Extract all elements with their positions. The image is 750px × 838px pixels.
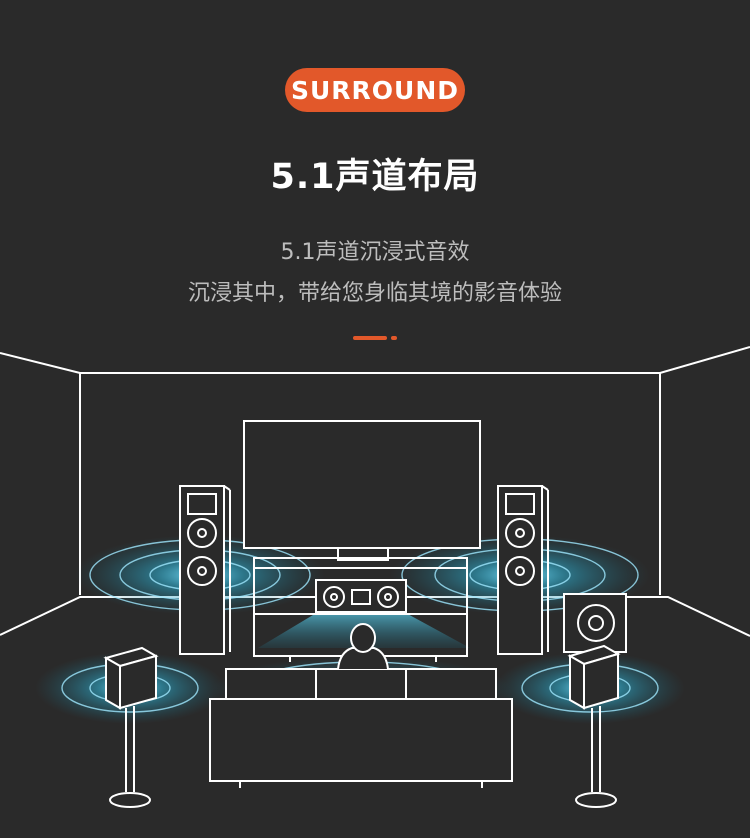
listener <box>337 623 389 670</box>
description-line-1: 5.1声道沉浸式音效 <box>280 240 470 265</box>
surround-badge-label: SURROUND <box>290 75 460 105</box>
accent-divider <box>353 336 397 340</box>
description-line-2: 沉浸其中，带给您身临其境的影音体验 <box>187 281 562 306</box>
subwoofer <box>563 593 627 653</box>
page-title: 5.1声道布局 <box>270 157 480 197</box>
right-rear-speaker <box>567 644 621 808</box>
center-speaker <box>315 579 407 613</box>
sofa <box>209 668 513 788</box>
left-rear-speaker <box>103 646 159 808</box>
right-tower-speaker <box>497 485 549 655</box>
television <box>243 420 481 561</box>
left-tower-speaker <box>179 485 231 655</box>
surround-badge: SURROUND <box>285 68 465 112</box>
home-theater-illustration <box>0 346 750 808</box>
